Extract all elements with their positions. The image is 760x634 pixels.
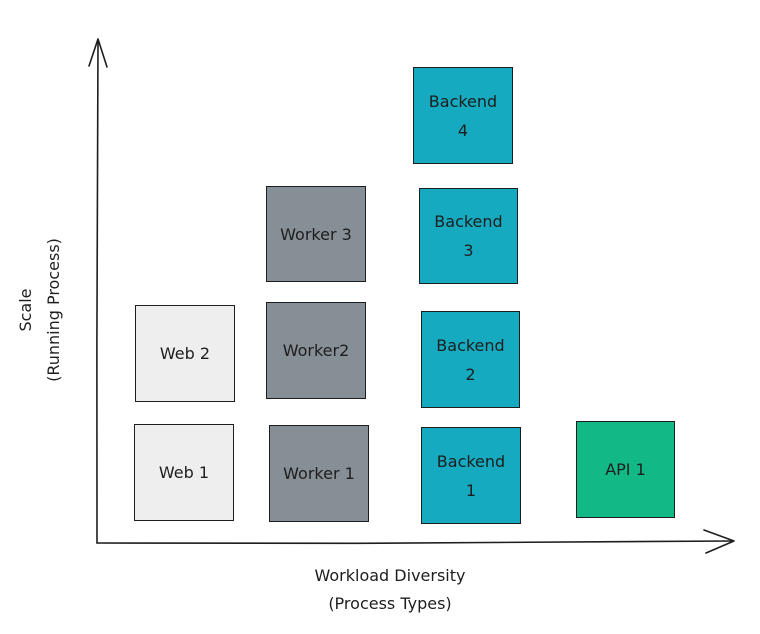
- backend-3-box: Backend 3: [419, 188, 518, 284]
- y-axis-label: Scale (Running Process): [12, 230, 72, 390]
- x-axis-label: Workload Diversity (Process Types): [300, 562, 480, 618]
- backend-1-label-line1: Backend: [436, 451, 506, 471]
- backend-1-label-line2: 1: [465, 480, 477, 500]
- x-axis-label-line2: (Process Types): [328, 594, 452, 613]
- web-2-box: Web 2: [135, 305, 235, 402]
- api-1-label: API 1: [605, 460, 646, 479]
- y-axis-arrowhead: [88, 38, 108, 68]
- backend-2-label-line1: Backend: [436, 335, 505, 355]
- backend-2-label-line2: 2: [465, 364, 476, 384]
- backend-3-label-line1: Backend: [434, 212, 503, 231]
- backend-2-box: Backend 2: [421, 311, 520, 408]
- web-2-label: Web 2: [159, 344, 211, 363]
- worker-1-label: Worker 1: [283, 464, 355, 483]
- backend-4-label-line1: Backend: [428, 91, 498, 111]
- worker-1-box: Worker 1: [269, 425, 369, 522]
- web-1-label: Web 1: [158, 463, 210, 482]
- web-1-box: Web 1: [134, 424, 234, 521]
- x-axis-line: [96, 540, 734, 545]
- x-axis-arrowhead: [703, 529, 735, 554]
- api-1-box: API 1: [576, 421, 675, 518]
- backend-4-label-line2: 4: [457, 120, 469, 140]
- backend-3-label-line2: 3: [463, 241, 474, 260]
- y-axis-line: [95, 39, 99, 544]
- y-axis-label-line2: (Running Process): [44, 238, 63, 382]
- y-axis-label-line1: Scale: [16, 288, 35, 332]
- backend-1-box: Backend 1: [421, 427, 521, 524]
- x-axis-label-line1: Workload Diversity: [314, 566, 466, 585]
- worker-2-label: Worker2: [282, 341, 350, 360]
- backend-4-box: Backend 4: [413, 67, 513, 164]
- worker-2-box: Worker2: [266, 302, 366, 399]
- worker-3-box: Worker 3: [266, 186, 366, 282]
- worker-3-label: Worker 3: [280, 224, 352, 244]
